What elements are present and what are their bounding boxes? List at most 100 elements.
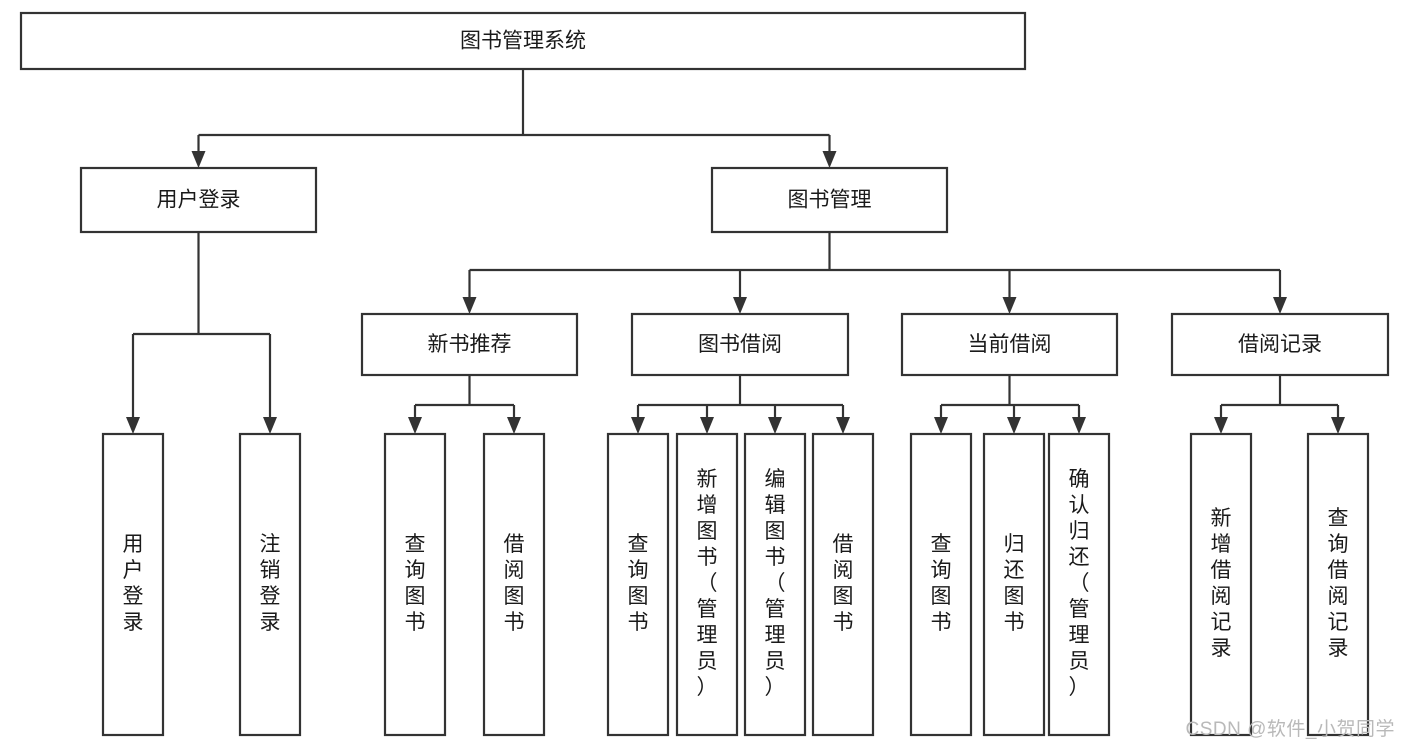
svg-text:新: 新 bbox=[1211, 507, 1232, 530]
leaf-node-box-0-0[interactable] bbox=[101, 432, 165, 737]
level2-node-box-1[interactable] bbox=[710, 166, 949, 234]
leaf-node-box-3-1[interactable] bbox=[982, 432, 1046, 737]
group-0-leaf-0-arrow-arrowhead bbox=[126, 417, 140, 434]
leaf-node-box-3-0[interactable] bbox=[909, 432, 973, 737]
svg-text:书: 书 bbox=[504, 611, 525, 634]
group-2-leaf-0-arrow-arrowhead bbox=[631, 417, 645, 434]
svg-text:图: 图 bbox=[765, 520, 786, 543]
svg-text:录: 录 bbox=[1211, 637, 1232, 660]
svg-text:）: ） bbox=[1069, 676, 1090, 699]
svg-text:书: 书 bbox=[765, 546, 786, 569]
svg-text:归: 归 bbox=[1004, 533, 1025, 556]
group-2-leaf-2-arrow-arrowhead bbox=[768, 417, 782, 434]
svg-text:还: 还 bbox=[1069, 546, 1090, 569]
svg-text:管: 管 bbox=[697, 598, 718, 621]
svg-text:员: 员 bbox=[1069, 650, 1090, 673]
svg-text:理: 理 bbox=[765, 624, 786, 647]
svg-text:管: 管 bbox=[1069, 598, 1090, 621]
group-2-leaf-1-arrow-arrowhead bbox=[700, 417, 714, 434]
level3-node-box-2[interactable] bbox=[900, 312, 1119, 377]
group-1-leaf-1-arrow-arrowhead bbox=[507, 417, 521, 434]
node-boxes bbox=[19, 11, 1390, 737]
group-4-leaf-1-arrow-arrowhead bbox=[1331, 417, 1345, 434]
connector-lines bbox=[126, 69, 1345, 434]
svg-text:书: 书 bbox=[1004, 611, 1025, 634]
svg-text:阅: 阅 bbox=[1211, 585, 1232, 608]
svg-text:查: 查 bbox=[405, 533, 426, 556]
svg-text:书: 书 bbox=[405, 611, 426, 634]
leaf-node-box-2-0[interactable] bbox=[606, 432, 670, 737]
group-0-leaf-1-arrow-arrowhead bbox=[263, 417, 277, 434]
root-to-level2-1-arrowhead bbox=[822, 151, 837, 168]
svg-text:理: 理 bbox=[1069, 624, 1090, 647]
svg-text:（: （ bbox=[765, 572, 786, 595]
level3-node-label-0: 新书推荐 bbox=[428, 333, 512, 356]
svg-text:书: 书 bbox=[931, 611, 952, 634]
leaf-node-box-2-3[interactable] bbox=[811, 432, 875, 737]
group-2-leaf-3-arrow-arrowhead bbox=[836, 417, 850, 434]
svg-text:图: 图 bbox=[504, 585, 525, 608]
svg-text:销: 销 bbox=[260, 559, 281, 582]
svg-text:录: 录 bbox=[1328, 637, 1349, 660]
leaf-node-box-2-2[interactable] bbox=[743, 432, 807, 737]
svg-text:确: 确 bbox=[1069, 468, 1090, 491]
leaf-node-box-1-0[interactable] bbox=[383, 432, 447, 737]
group-4-leaf-0-arrow-arrowhead bbox=[1214, 417, 1228, 434]
group-3-leaf-0-arrow-arrowhead bbox=[934, 417, 948, 434]
level2-to-level3-3-arrowhead bbox=[1273, 297, 1287, 314]
svg-text:记: 记 bbox=[1211, 611, 1232, 634]
leaf-node-box-4-1[interactable] bbox=[1306, 432, 1370, 737]
level3-node-box-1[interactable] bbox=[630, 312, 850, 377]
level2-to-level3-0-arrowhead bbox=[462, 297, 477, 314]
svg-text:户: 户 bbox=[123, 559, 144, 582]
level3-node-label-3: 借阅记录 bbox=[1238, 333, 1322, 356]
level2-to-level3-1-arrowhead bbox=[733, 297, 747, 314]
svg-text:（: （ bbox=[697, 572, 718, 595]
level2-node-box-0[interactable] bbox=[79, 166, 318, 234]
node-labels: 图书管理系统用户登录图书管理新书推荐图书借阅当前借阅借阅记录用户登录注销登录查询… bbox=[123, 30, 1349, 700]
svg-text:书: 书 bbox=[697, 546, 718, 569]
leaf-node-box-0-1[interactable] bbox=[238, 432, 302, 737]
level3-node-label-2: 当前借阅 bbox=[968, 333, 1052, 356]
svg-text:记: 记 bbox=[1328, 611, 1349, 634]
svg-text:登: 登 bbox=[260, 585, 281, 608]
leaf-node-box-3-2[interactable] bbox=[1047, 432, 1111, 737]
svg-text:书: 书 bbox=[833, 611, 854, 634]
svg-text:图: 图 bbox=[931, 585, 952, 608]
svg-text:认: 认 bbox=[1069, 494, 1090, 517]
group-3-leaf-2-arrow-arrowhead bbox=[1072, 417, 1086, 434]
level3-node-label-1: 图书借阅 bbox=[698, 333, 782, 356]
leaf-node-box-4-0[interactable] bbox=[1189, 432, 1253, 737]
svg-text:借: 借 bbox=[1211, 559, 1232, 582]
root-node-box[interactable] bbox=[19, 11, 1027, 71]
svg-text:询: 询 bbox=[1328, 533, 1349, 556]
svg-text:图: 图 bbox=[697, 520, 718, 543]
group-1-leaf-0-arrow-arrowhead bbox=[408, 417, 422, 434]
leaf-node-box-1-1[interactable] bbox=[482, 432, 546, 737]
svg-text:还: 还 bbox=[1004, 559, 1025, 582]
svg-text:图: 图 bbox=[405, 585, 426, 608]
svg-text:新: 新 bbox=[697, 468, 718, 491]
leaf-node-box-2-1[interactable] bbox=[675, 432, 739, 737]
svg-text:录: 录 bbox=[260, 611, 281, 634]
svg-text:注: 注 bbox=[260, 533, 281, 556]
svg-text:查: 查 bbox=[1328, 507, 1349, 530]
level3-node-box-3[interactable] bbox=[1170, 312, 1390, 377]
svg-text:阅: 阅 bbox=[833, 559, 854, 582]
level3-node-box-0[interactable] bbox=[360, 312, 579, 377]
svg-text:查: 查 bbox=[628, 533, 649, 556]
svg-text:辑: 辑 bbox=[765, 494, 786, 517]
level2-to-level3-2-arrowhead bbox=[1002, 297, 1017, 314]
leaf-node-label-0-0: 用户登录 bbox=[123, 533, 144, 634]
root-to-level2-0-arrowhead bbox=[191, 151, 206, 168]
level2-node-label-1: 图书管理 bbox=[788, 189, 872, 212]
svg-text:理: 理 bbox=[697, 624, 718, 647]
